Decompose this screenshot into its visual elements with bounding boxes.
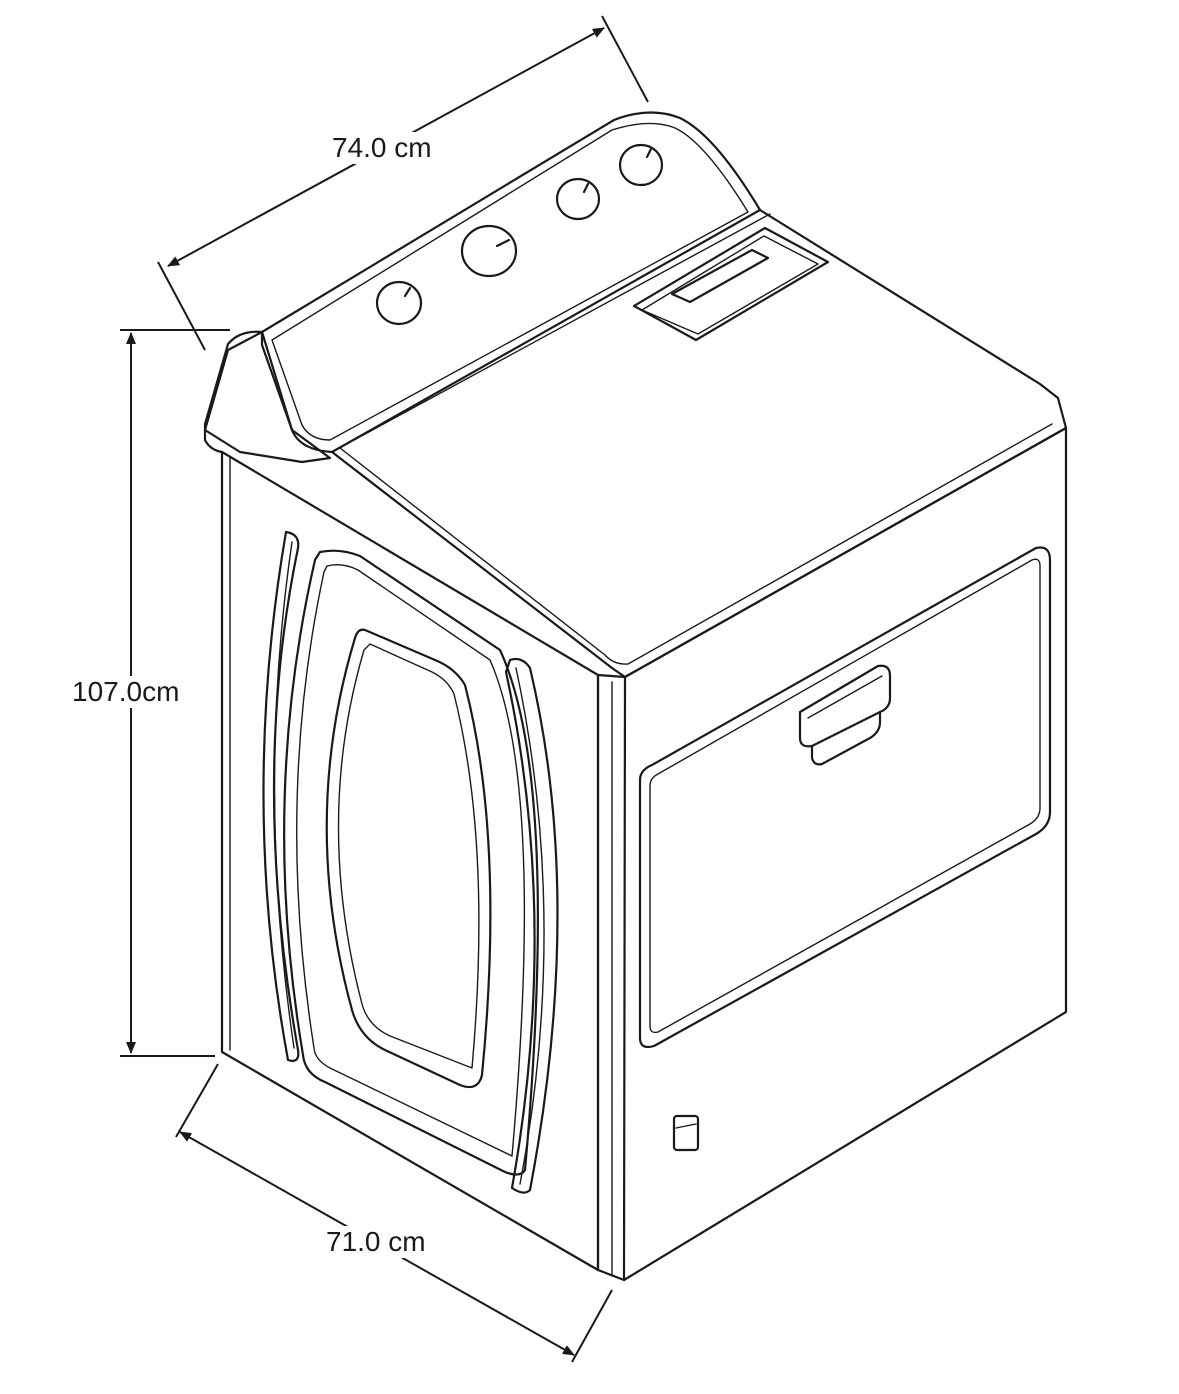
door-handle-grip[interactable] (810, 710, 882, 766)
side-oval-outer (283, 549, 539, 1176)
top-rear-corner (203, 330, 264, 454)
width-extension-line-right (601, 15, 649, 103)
knob-2-indicator (495, 238, 511, 248)
width-dimension (157, 15, 649, 351)
knob-2[interactable] (460, 224, 518, 278)
model-plate-line (675, 1123, 697, 1129)
door-handle-top[interactable] (798, 664, 892, 748)
model-plate-outline (672, 1114, 700, 1152)
model-plate (672, 1114, 700, 1152)
side-rib-right-inner (515, 667, 545, 1185)
console-end-cap (203, 330, 332, 464)
knob-4[interactable] (618, 143, 664, 187)
width-label: 74.0 cm (328, 132, 436, 164)
side-rib-right (504, 657, 559, 1194)
depth-dimension (175, 1063, 613, 1363)
door-handle-line (807, 675, 883, 719)
console-seam (331, 213, 771, 453)
knob-1-indicator (403, 286, 412, 298)
knob-4-dial[interactable] (618, 143, 664, 187)
dryer-door[interactable] (638, 546, 1052, 1049)
door-inner (649, 558, 1041, 1034)
lint-filter-tray[interactable] (632, 226, 830, 342)
side-window-inner (337, 643, 480, 1069)
knob-3[interactable] (555, 177, 601, 221)
side-window (325, 628, 492, 1089)
side-rib-left-inner (273, 541, 295, 1049)
lint-filter[interactable] (632, 226, 830, 342)
depth-label: 71.0 cm (322, 1226, 430, 1258)
side-oval-outer-inner (296, 563, 526, 1157)
depth-extension-line-left (175, 1063, 219, 1138)
front-panel (596, 426, 1068, 1282)
width-extension-line-left (157, 261, 206, 351)
front-corner-line (622, 675, 627, 1282)
top-surface (330, 208, 1068, 679)
depth-extension-line-right (571, 1289, 613, 1363)
door-handle[interactable] (798, 664, 892, 766)
dryer-cabinet (203, 208, 1068, 1282)
side-rib-left (262, 530, 300, 1062)
knob-3-dial[interactable] (555, 177, 601, 221)
door-outline[interactable] (638, 546, 1052, 1049)
knob-2-dial[interactable] (460, 224, 518, 278)
lint-filter-handle[interactable] (670, 248, 770, 304)
knob-4-indicator (645, 147, 653, 159)
knob-1[interactable] (375, 280, 423, 326)
knob-1-dial[interactable] (375, 280, 423, 326)
lint-filter-rim (641, 235, 819, 335)
console-panel (260, 111, 762, 454)
side-embossing (262, 530, 559, 1194)
height-label: 107.0cm (70, 676, 182, 708)
control-console (203, 111, 771, 464)
console-bezel (271, 122, 749, 441)
knob-3-indicator (582, 182, 590, 194)
top-surface-edge (339, 423, 1053, 665)
